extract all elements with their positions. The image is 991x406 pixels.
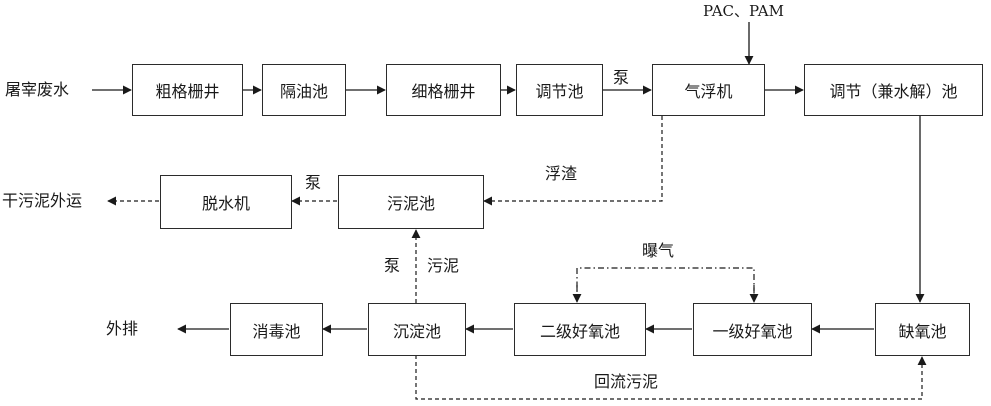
disinfection-tank-box: 消毒池: [230, 303, 323, 356]
input-label: 屠宰废水: [5, 80, 70, 99]
return-sludge-label: 回流污泥: [594, 372, 659, 391]
discharge-label: 外排: [106, 319, 139, 338]
sedimentation-tank-box: 沉淀池: [368, 303, 466, 356]
dewatering-machine-box: 脱水机: [160, 175, 292, 229]
sludge-label: 污泥: [427, 256, 460, 275]
equalization-tank-box: 调节池: [516, 64, 603, 116]
aeration-line: [576, 267, 755, 301]
scum-label: 浮渣: [545, 164, 578, 183]
dashed-return-sludge-line: [415, 355, 927, 400]
fine-screen-well-box: 细格栅井: [386, 64, 501, 116]
dry-sludge-output-label: 干污泥外运: [2, 191, 83, 210]
aerobic-tank-2-box: 二级好氧池: [514, 303, 646, 356]
anoxic-tank-box: 缺氧池: [875, 303, 970, 356]
pump-label-dewatering: 泵: [305, 173, 322, 192]
pump-label-sludge: 泵: [384, 256, 401, 275]
aeration-label: 曝气: [642, 241, 675, 260]
sludge-tank-box: 污泥池: [338, 175, 484, 229]
dashed-scum-line: [483, 116, 663, 206]
hydrolysis-tank-box: 调节（兼水解）池: [804, 64, 983, 116]
chemicals-label: PAC、PAM: [703, 2, 784, 20]
aerobic-tank-1-box: 一级好氧池: [693, 303, 812, 356]
pump-label-flotation: 泵: [613, 68, 630, 87]
oil-separator-box: 隔油池: [262, 64, 346, 116]
flotation-machine-box: 气浮机: [652, 64, 765, 116]
coarse-screen-well-box: 粗格栅井: [132, 64, 243, 116]
